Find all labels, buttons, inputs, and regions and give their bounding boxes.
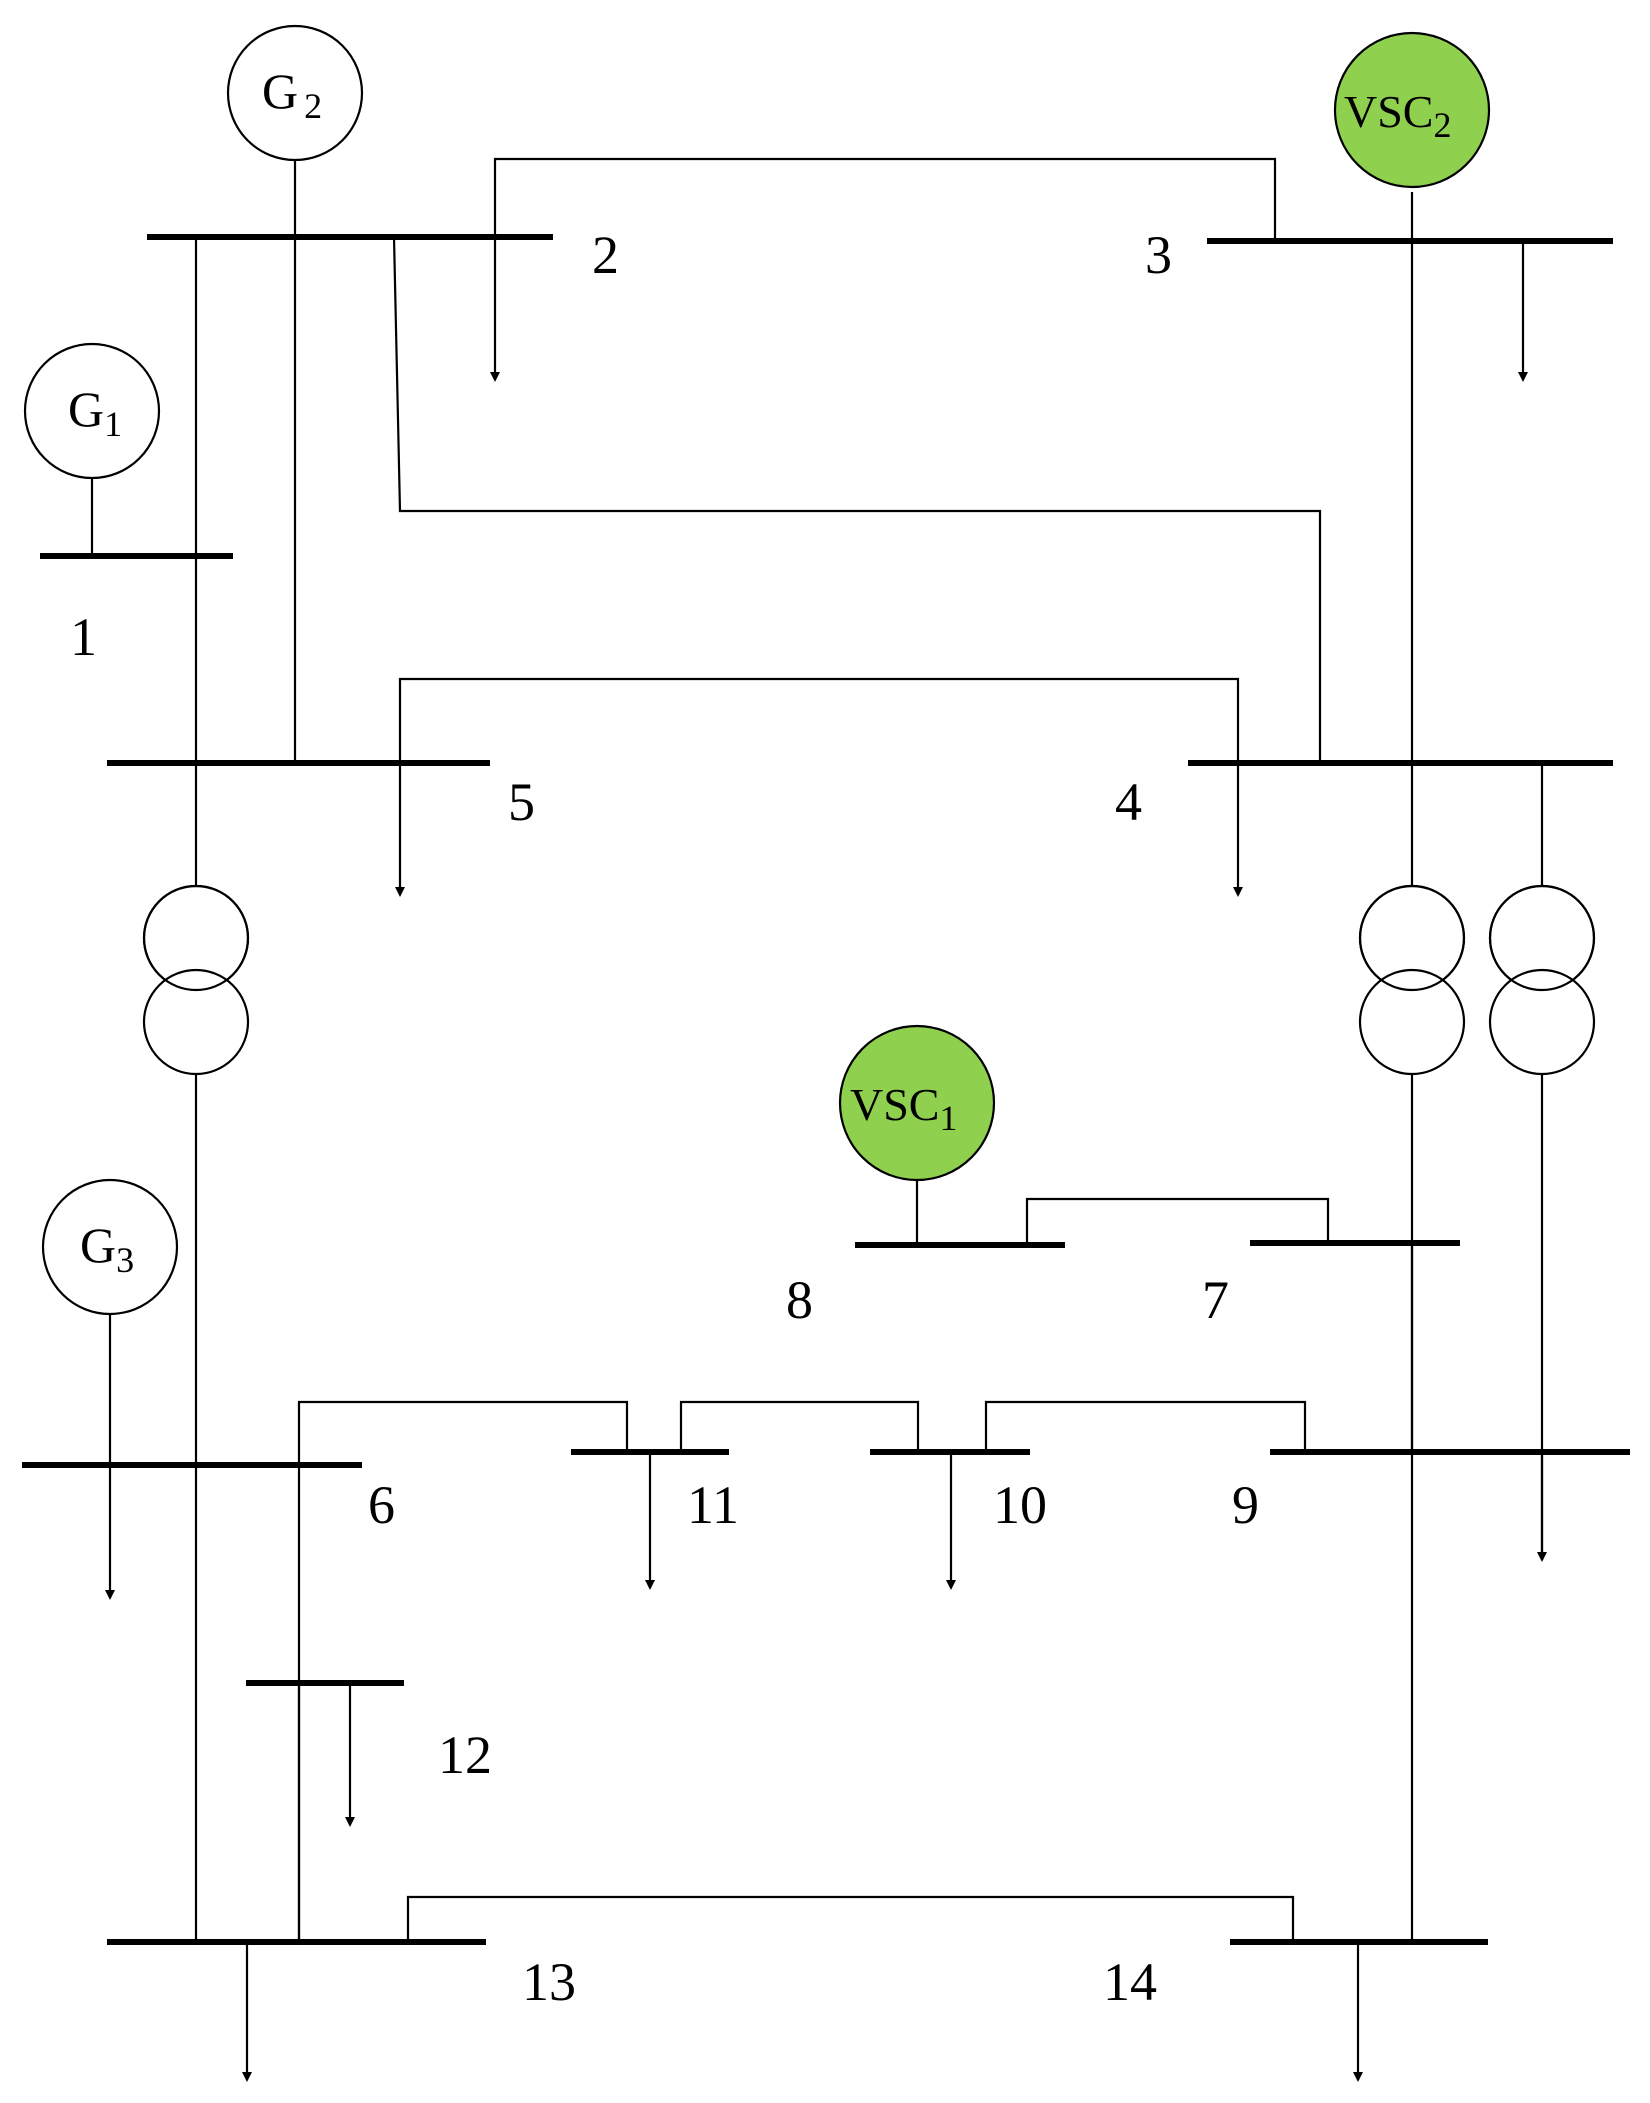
bus-label-1: 1 xyxy=(70,607,97,667)
converter-vsc1: VSC1 xyxy=(838,1024,996,1182)
converter-vsc2: VSC2 xyxy=(1333,31,1491,189)
transformer-5-6 xyxy=(142,884,250,1076)
generator-g1-label: G1 xyxy=(68,381,122,444)
bus-label-2: 2 xyxy=(592,225,619,285)
generator-g3-circle xyxy=(41,1178,179,1316)
bus-label-8: 8 xyxy=(786,1270,813,1330)
vsc1-circle xyxy=(838,1024,996,1182)
loads xyxy=(105,237,1547,2082)
branch-9-10 xyxy=(984,1400,1307,1452)
bus-label-6: 6 xyxy=(368,1475,395,1535)
vsc2-label: VSC2 xyxy=(1344,86,1451,145)
generator-g3-label: G3 xyxy=(80,1217,134,1280)
bus-label-9: 9 xyxy=(1232,1475,1259,1535)
bus-label-10: 10 xyxy=(993,1475,1047,1535)
bus-label-12: 12 xyxy=(438,1725,492,1785)
generator-g1-circle xyxy=(23,342,161,480)
bus-label-4: 4 xyxy=(1115,772,1142,832)
generator-g2-circle xyxy=(226,24,364,162)
bus-label-13: 13 xyxy=(522,1952,576,2012)
branch-6-11 xyxy=(297,1400,629,1465)
bus-label-11: 11 xyxy=(687,1475,739,1535)
bus-label-3: 3 xyxy=(1145,225,1172,285)
generator-g3: G3 xyxy=(41,1178,179,1316)
bus-bars xyxy=(22,234,1630,1945)
vsc2-circle xyxy=(1333,31,1491,189)
branch-2-3 xyxy=(493,157,1277,241)
transformer-4-7 xyxy=(1358,884,1466,1076)
bus-label-14: 14 xyxy=(1103,1952,1157,2012)
vsc1-label: VSC1 xyxy=(850,1079,957,1138)
branch-4-5 xyxy=(398,677,1240,763)
bus-label-5: 5 xyxy=(508,772,535,832)
transformers xyxy=(142,884,1596,1076)
branch-2-4 xyxy=(392,236,1322,763)
branch-lines xyxy=(90,157,1544,1942)
branch-10-11 xyxy=(679,1400,920,1452)
generator-g1: G1 xyxy=(23,342,161,480)
bus-label-7: 7 xyxy=(1202,1270,1229,1330)
branch-7-8 xyxy=(1025,1197,1330,1245)
bus-labels: 1 2 3 4 5 6 7 8 9 10 11 12 13 14 xyxy=(70,225,1259,2012)
transformer-4-9 xyxy=(1488,884,1596,1076)
branch-13-14 xyxy=(406,1895,1295,1942)
